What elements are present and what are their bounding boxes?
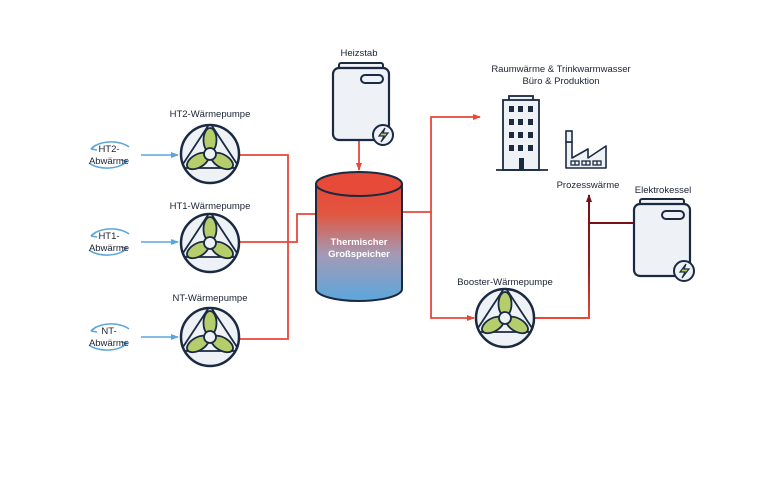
heat-pump-icon [179,123,241,185]
heat-pump-ht1: HT1-Wärmepumpe [170,201,251,274]
source-nt-abwaerme: NT- Abwärme [88,323,130,351]
office-building-icon [496,95,548,171]
heat-pump-ht2: HT2-Wärmepumpe [170,109,251,185]
source-label-line2: Abwärme [89,243,129,254]
electric-boiler-icon [632,197,696,283]
heat-pump-nt: NT-Wärmepumpe [173,293,248,368]
elektrokessel: Elektrokessel [632,185,696,283]
source-label-line1: HT2- [98,144,119,155]
heat-pump-label: NT-Wärmepumpe [173,293,248,304]
elektrokessel-label: Elektrokessel [635,185,692,196]
source-label-line2: Abwärme [89,156,129,167]
building-label-line1: Raumwärme & Trinkwarmwasser [491,64,630,75]
thermal-storage-tank: Thermischer Großspeicher [315,171,403,302]
prozesswaerme-label: Prozesswärme [557,180,620,191]
process-heat-consumer: Prozesswärme [557,130,620,191]
heat-pump-icon [179,212,241,274]
booster-label: Booster-Wärmepumpe [457,277,553,288]
heat-pump-label: HT2-Wärmepumpe [170,109,251,120]
pipe-storage-to-building [402,114,481,213]
factory-icon [565,130,607,169]
booster-heat-pump: Booster-Wärmepumpe [457,277,553,349]
heizstab: Heizstab [331,48,395,147]
heizstab-label: Heizstab [341,48,378,59]
source-ht2-abwaerme: HT2- Abwärme [88,141,130,169]
storage-label-line2: Großspeicher [328,249,390,260]
building-consumer: Raumwärme & Trinkwarmwasser Büro & Produ… [491,64,631,171]
heat-pump-icon [179,306,241,368]
source-label-line1: NT- [101,326,116,337]
pipe-ht2-to-collector [238,154,289,340]
heat-pump-label: HT1-Wärmepumpe [170,201,251,212]
storage-label-line1: Thermischer [330,237,387,248]
pipe-ht1-to-storage [238,211,327,243]
pipe-storage-to-booster [430,212,475,321]
pipe-booster-to-prozesswaerme [535,200,590,319]
source-label-line1: HT1- [98,231,119,242]
heat-pump-icon [474,287,536,349]
heating-rod-icon [331,61,395,147]
source-ht1-abwaerme: HT1- Abwärme [88,228,130,256]
building-label-line2: Büro & Produktion [522,76,599,87]
source-label-line2: Abwärme [89,338,129,349]
